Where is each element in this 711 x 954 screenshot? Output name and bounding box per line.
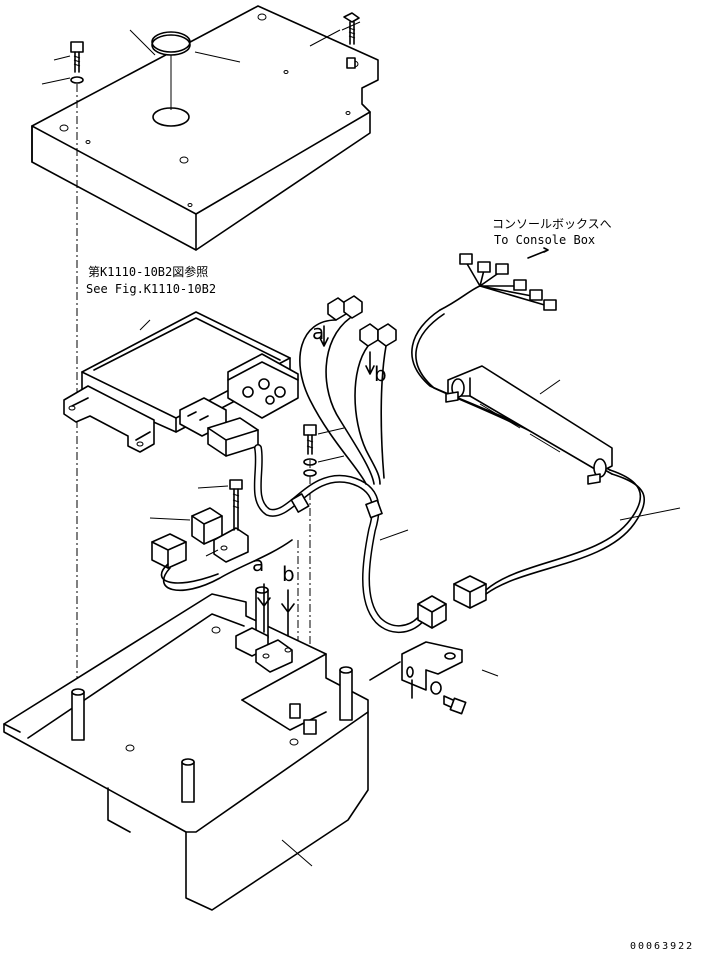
arrow-label-a-bottom: a (252, 552, 265, 576)
bottom-floor-plate (3, 583, 369, 911)
top-cover-plate (31, 5, 379, 251)
rubber-cap (151, 31, 191, 110)
connectors-lower (417, 469, 645, 629)
arrow-label-b-bottom: b (282, 562, 295, 586)
console-box-label-jp: コンソールボックスへ (492, 217, 612, 231)
relay-left (151, 533, 187, 569)
console-harness (411, 247, 613, 485)
connectors-center (299, 295, 397, 485)
screw-relay (229, 479, 243, 531)
bracket-right (369, 641, 467, 715)
main-harness (160, 444, 424, 633)
controller-unit (63, 311, 299, 453)
bolt-center (303, 424, 317, 477)
figure-ref-label-jp: 第K1110-10B2図参照 (88, 265, 209, 279)
harness-connector-1 (207, 417, 259, 457)
arrow-label-b-top: b (374, 362, 387, 386)
relay-bracket (191, 507, 249, 563)
drawing-code: 00063922 (630, 941, 695, 952)
figure-ref-label-en: See Fig.K1110-10B2 (86, 282, 217, 296)
arrow-label-a-top: a (312, 320, 325, 344)
console-box-label-en: To Console Box (494, 233, 596, 247)
bolt-top-left (70, 41, 84, 84)
screw-top-right (343, 12, 360, 69)
